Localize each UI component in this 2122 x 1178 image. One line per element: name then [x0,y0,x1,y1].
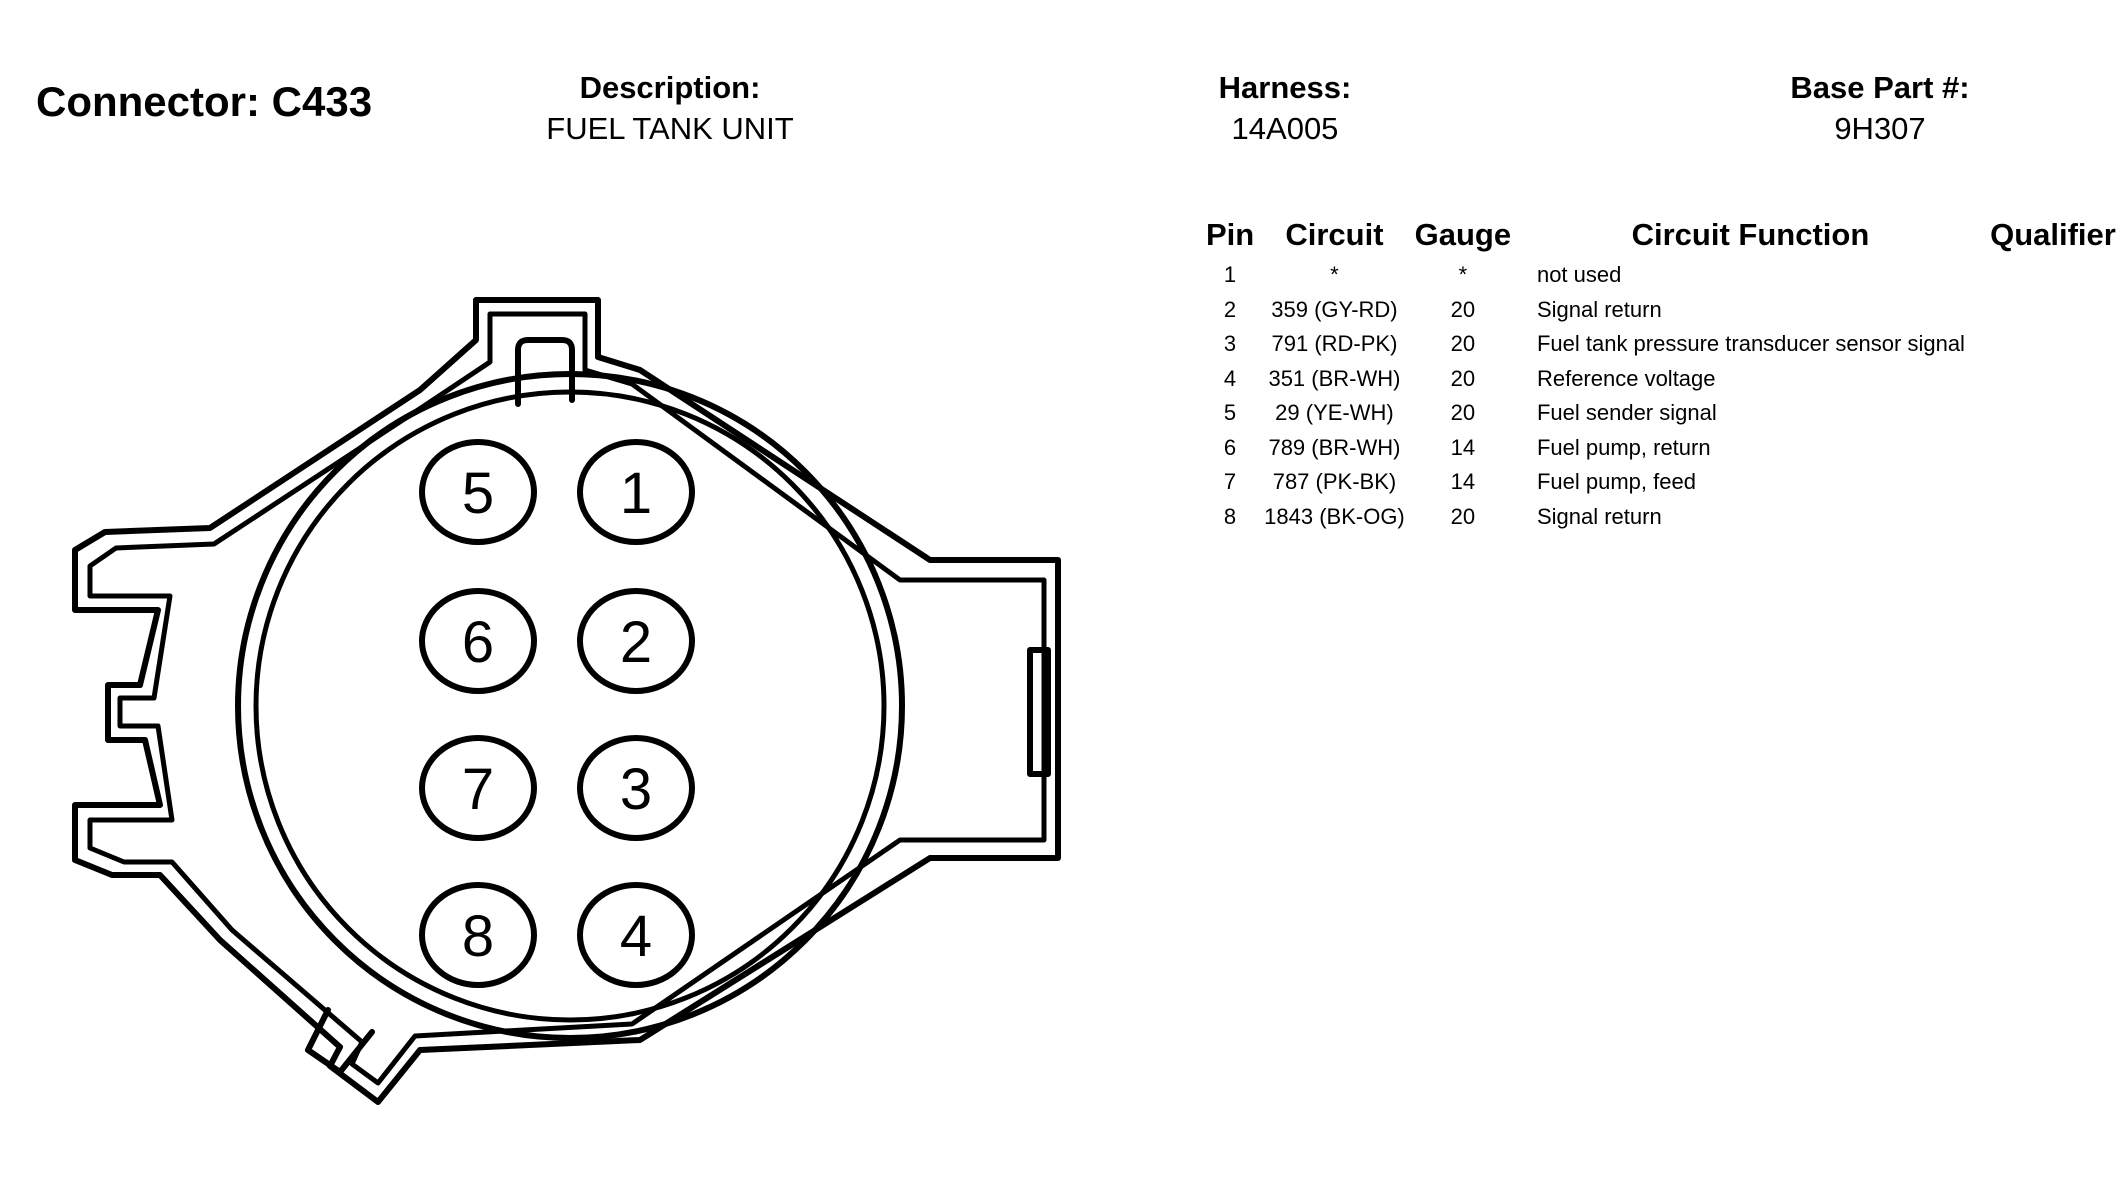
base-part-value: 9H307 [1834,111,1926,146]
qualifier-cell [1984,258,2122,293]
function-cell: Reference voltage [1536,365,1716,391]
gauge-cell: 14 [1450,469,1476,495]
pin-cavity-5: 5 [419,439,537,545]
pin-cavity-6: 6 [419,588,537,694]
function-cell: Signal return [1536,296,1662,322]
gauge-cell: 14 [1450,434,1476,460]
function-cell: Fuel sender signal [1536,400,1717,426]
qualifier-cell [1984,465,2122,500]
connector-body-inner-ring [253,389,887,1023]
pin-label: 6 [462,610,494,675]
pin-cell: 3 [1223,331,1237,357]
base-part-label: Base Part #: [1790,70,1970,105]
table-row: 4 351 (BR-WH) 20 Reference voltage [1200,362,2122,397]
connector-face-diagram: 5 1 6 2 7 3 8 4 [72,297,1061,1105]
description-value: FUEL TANK UNIT [546,111,794,146]
table-row: 5 29 (YE-WH) 20 Fuel sender signal [1200,396,2122,431]
gauge-header: Gauge [1414,217,1512,252]
pin-cavity-4: 4 [577,882,695,988]
circuit-cell: 791 (RD-PK) [1271,331,1398,357]
harness-value: 14A005 [1231,111,1339,146]
pin-label: 1 [620,461,652,526]
pin-cavity-3: 3 [577,735,695,841]
bottom-latch [305,1007,375,1075]
qualifier-cell [1984,431,2122,466]
pin-header: Pin [1205,217,1255,252]
gauge-cell: 20 [1450,400,1476,426]
circuit-cell: 789 (BR-WH) [1268,434,1401,460]
pin-cavity-7: 7 [419,735,537,841]
circuit-cell: 1843 (BK-OG) [1264,503,1405,529]
pin-cavity-2: 2 [577,588,695,694]
function-cell: Signal return [1536,503,1662,529]
top-latch [515,337,575,407]
pin-label: 4 [620,904,652,969]
gauge-cell: * [1458,262,1468,288]
pin-cavity-8: 8 [419,882,537,988]
function-cell: Fuel tank pressure transducer sensor sig… [1536,331,1965,357]
connector-housing-inner-outline [87,311,1047,1086]
table-row: 2 359 (GY-RD) 20 Signal return [1200,293,2122,328]
table-row: 6 789 (BR-WH) 14 Fuel pump, return [1200,431,2122,466]
pin-label: 8 [462,904,494,969]
pin-table-header-row: Pin Circuit Gauge Circuit Function Quali… [1200,212,2122,258]
table-row: 8 1843 (BK-OG) 20 Signal return [1200,500,2122,535]
circuit-function-header: Circuit Function [1631,217,1870,252]
pin-label: 5 [462,461,494,526]
table-row: 3 791 (RD-PK) 20 Fuel tank pressure tran… [1200,327,2122,362]
harness-label: Harness: [1218,70,1352,105]
circuit-cell: 351 (BR-WH) [1268,365,1401,391]
gauge-cell: 20 [1450,296,1476,322]
qualifier-cell [1984,362,2122,397]
gauge-cell: 20 [1450,331,1476,357]
pin-cavity-1: 1 [577,439,695,545]
qualifier-cell [1984,500,2122,535]
description-label: Description: [579,70,761,105]
table-row: 1 * * not used [1200,258,2122,293]
qualifier-cell [1984,396,2122,431]
pin-cell: 4 [1223,365,1237,391]
pin-table: Pin Circuit Gauge Circuit Function Quali… [1200,212,2122,534]
function-cell: not used [1536,262,1622,288]
connector-housing-outline [72,297,1061,1105]
pin-cell: 7 [1223,469,1237,495]
side-lock-slot [1027,647,1051,777]
function-cell: Fuel pump, return [1536,434,1711,460]
table-row: 7 787 (PK-BK) 14 Fuel pump, feed [1200,465,2122,500]
harness-block: Harness: 14A005 [1195,68,1375,150]
description-block: Description: FUEL TANK UNIT [540,68,800,150]
function-cell: Fuel pump, feed [1536,469,1696,495]
qualifier-cell [1984,293,2122,328]
circuit-cell: 787 (PK-BK) [1272,469,1397,495]
circuit-header: Circuit [1285,217,1384,252]
pin-label: 7 [462,757,494,822]
base-part-block: Base Part #: 9H307 [1780,68,1980,150]
qualifier-header: Qualifier [1990,217,2116,252]
connector-title: Connector: C433 [36,78,373,125]
pin-label: 2 [620,610,652,675]
pin-cell: 5 [1223,400,1237,426]
pin-cell: 2 [1223,296,1237,322]
circuit-cell: 29 (YE-WH) [1275,400,1394,426]
circuit-cell: * [1330,262,1339,288]
gauge-cell: 20 [1450,503,1476,529]
circuit-cell: 359 (GY-RD) [1271,296,1398,322]
pin-cell: 8 [1223,503,1237,529]
gauge-cell: 20 [1450,365,1476,391]
qualifier-cell [1984,327,2122,362]
pin-cell: 6 [1223,434,1237,460]
pin-cell: 1 [1223,262,1237,288]
pin-label: 3 [620,757,652,822]
connector-body-outer-ring [235,371,905,1041]
